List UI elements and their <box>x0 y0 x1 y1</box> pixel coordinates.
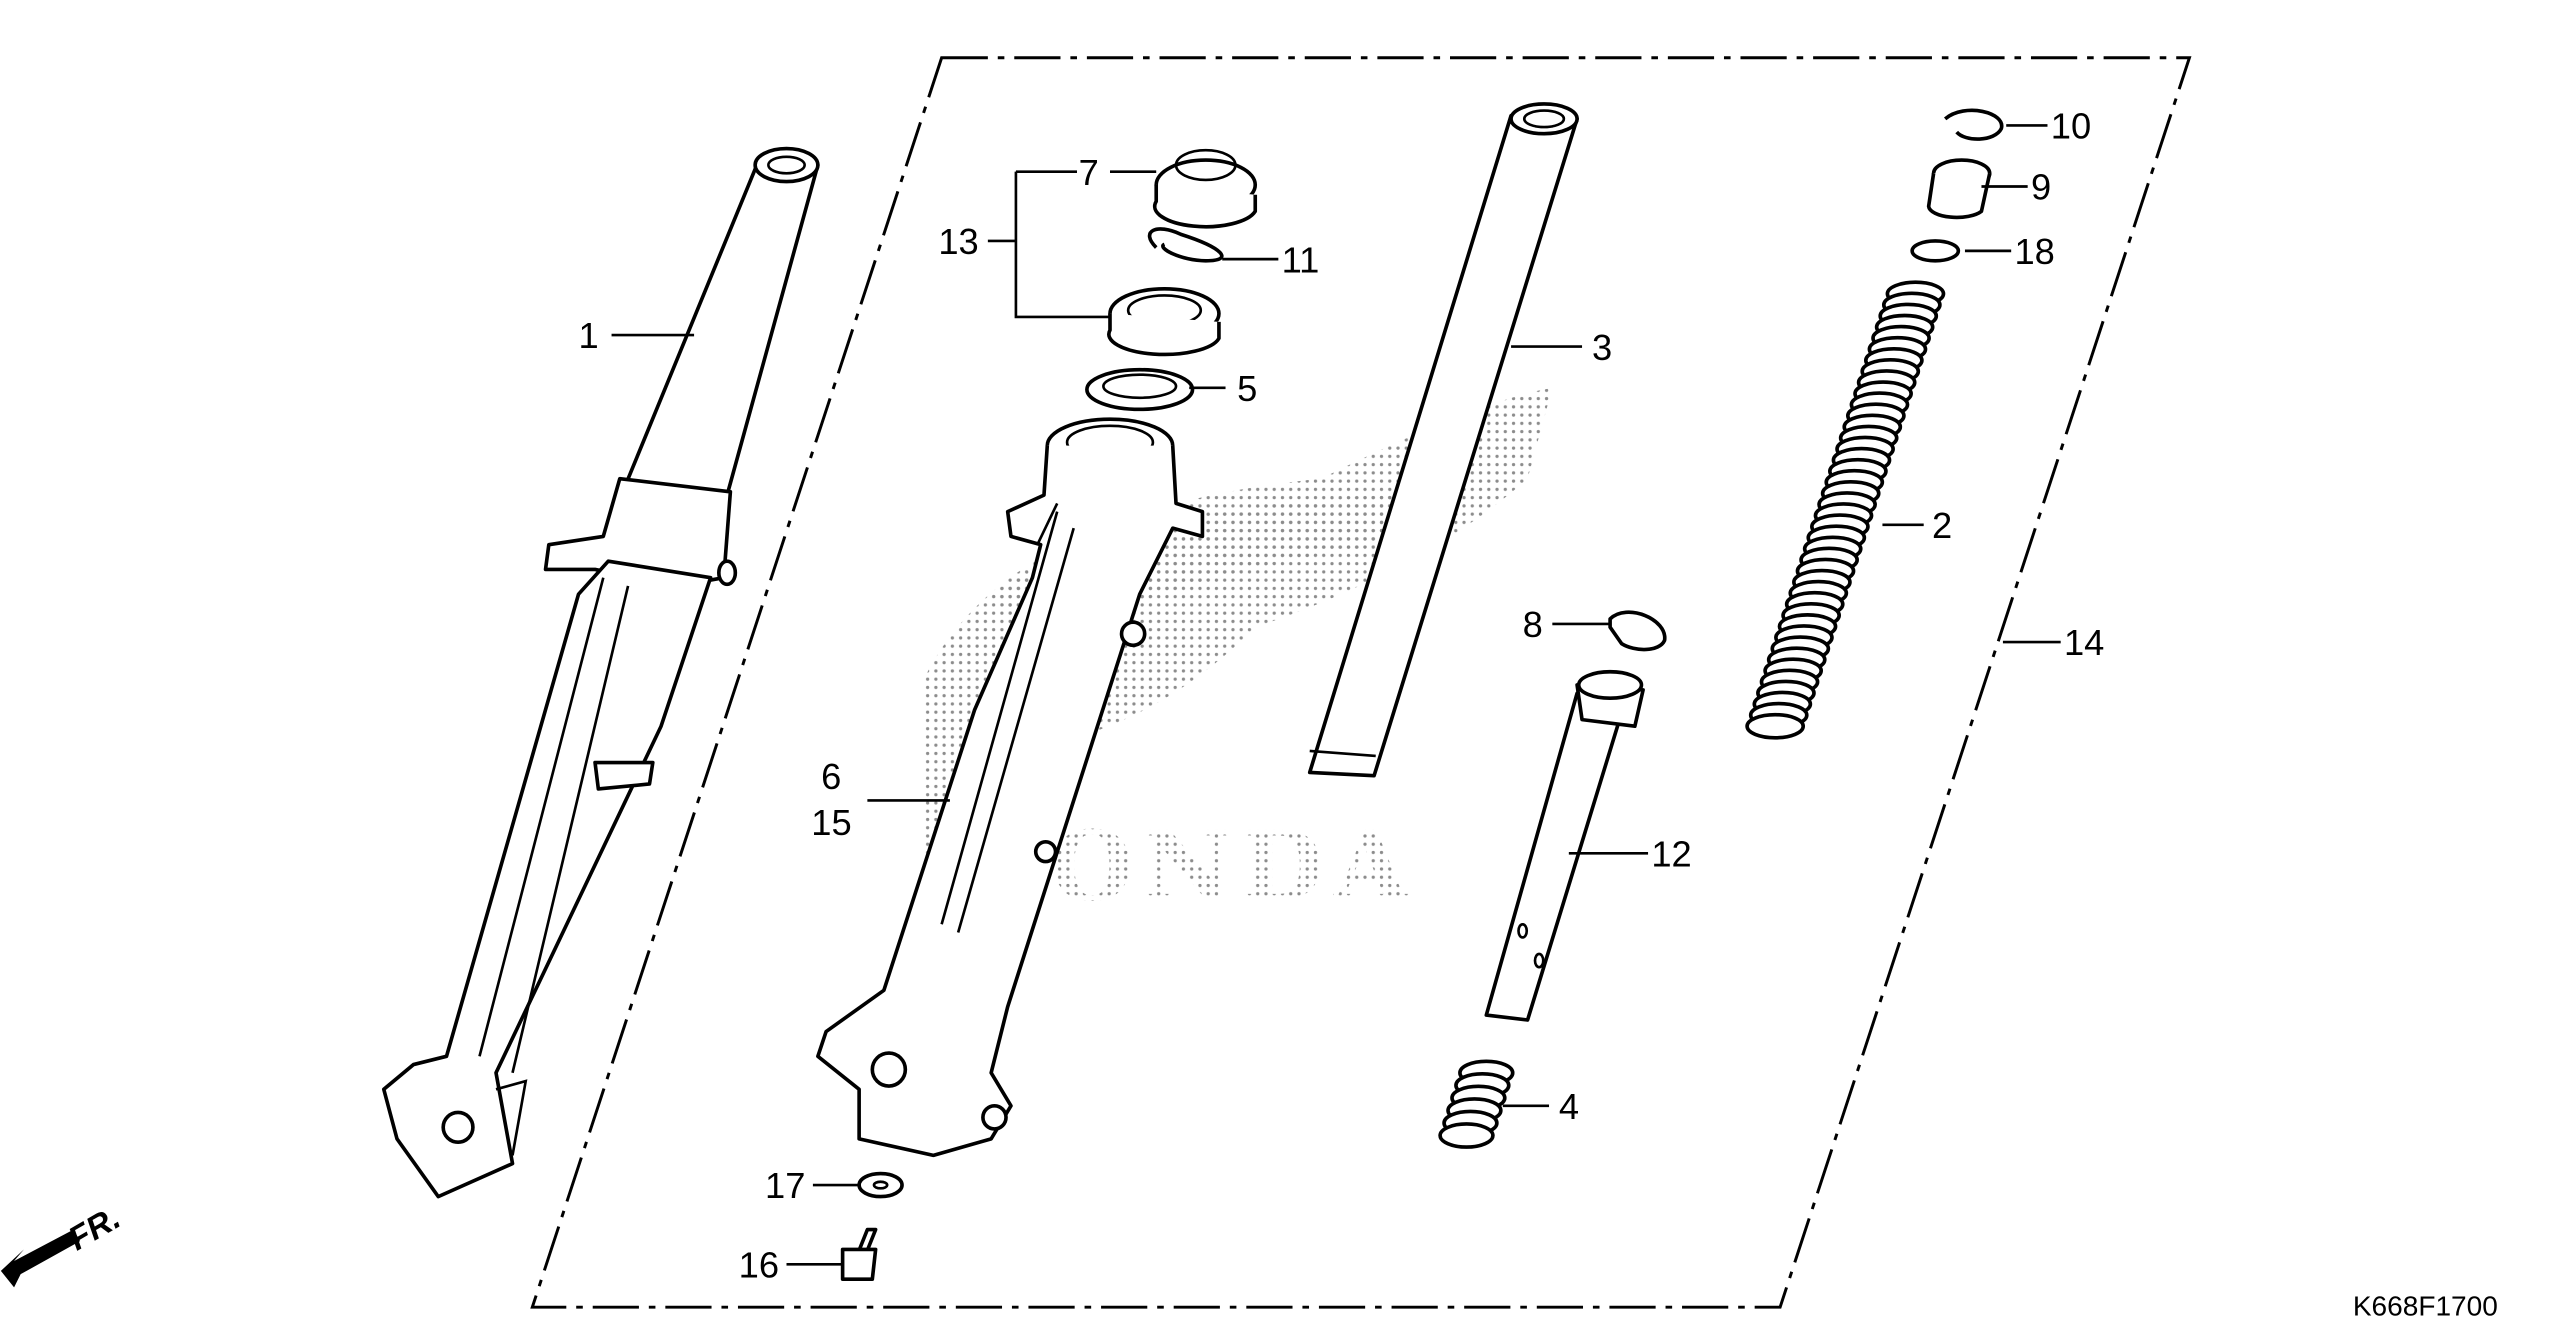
callout-8: 8 <box>1523 604 1543 645</box>
callout-13: 13 <box>938 221 978 262</box>
front-direction-arrow: FR. <box>0 1199 127 1288</box>
leader-lines <box>611 124 2061 1266</box>
oil-seal-set <box>1085 148 1258 412</box>
callout-18: 18 <box>2014 231 2054 272</box>
callout-1: 1 <box>579 315 599 356</box>
callout-5: 5 <box>1237 368 1257 409</box>
piston-ring <box>1608 610 1667 652</box>
callout-16: 16 <box>739 1244 779 1285</box>
callout-7: 7 <box>1079 152 1099 193</box>
spring-coil <box>1438 1122 1495 1149</box>
callout-17: 17 <box>765 1165 805 1206</box>
diagram-code: K668F1700 <box>2353 1290 2498 1321</box>
kit-boundary <box>530 56 2192 1309</box>
spring-coil <box>1745 712 1806 740</box>
fork-leg-right <box>816 417 1205 1158</box>
callout-10: 10 <box>2051 106 2091 147</box>
fr-label: FR. <box>62 1199 127 1258</box>
fork-spring <box>1745 280 1946 740</box>
callout-2: 2 <box>1932 505 1952 546</box>
callout-9: 9 <box>2031 167 2051 208</box>
washer-and-bolt <box>840 1171 904 1281</box>
callout-6: 6 <box>821 756 841 797</box>
callout-14: 14 <box>2064 622 2104 663</box>
arrow-icon <box>0 1229 81 1288</box>
small-fittings <box>1910 108 2004 263</box>
callout-labels: 1 2 3 4 5 6 7 8 9 10 11 12 13 14 15 16 1… <box>579 106 2105 1286</box>
fork-pipe <box>1307 102 1579 778</box>
callout-3: 3 <box>1592 327 1612 368</box>
callout-11: 11 <box>1282 239 1320 280</box>
fork-leg-left <box>381 146 820 1199</box>
callout-12: 12 <box>1651 834 1691 875</box>
callout-4: 4 <box>1559 1086 1579 1127</box>
rebound-spring <box>1438 1059 1515 1149</box>
fork-piston <box>1484 669 1645 1022</box>
callout-15: 15 <box>811 802 851 843</box>
